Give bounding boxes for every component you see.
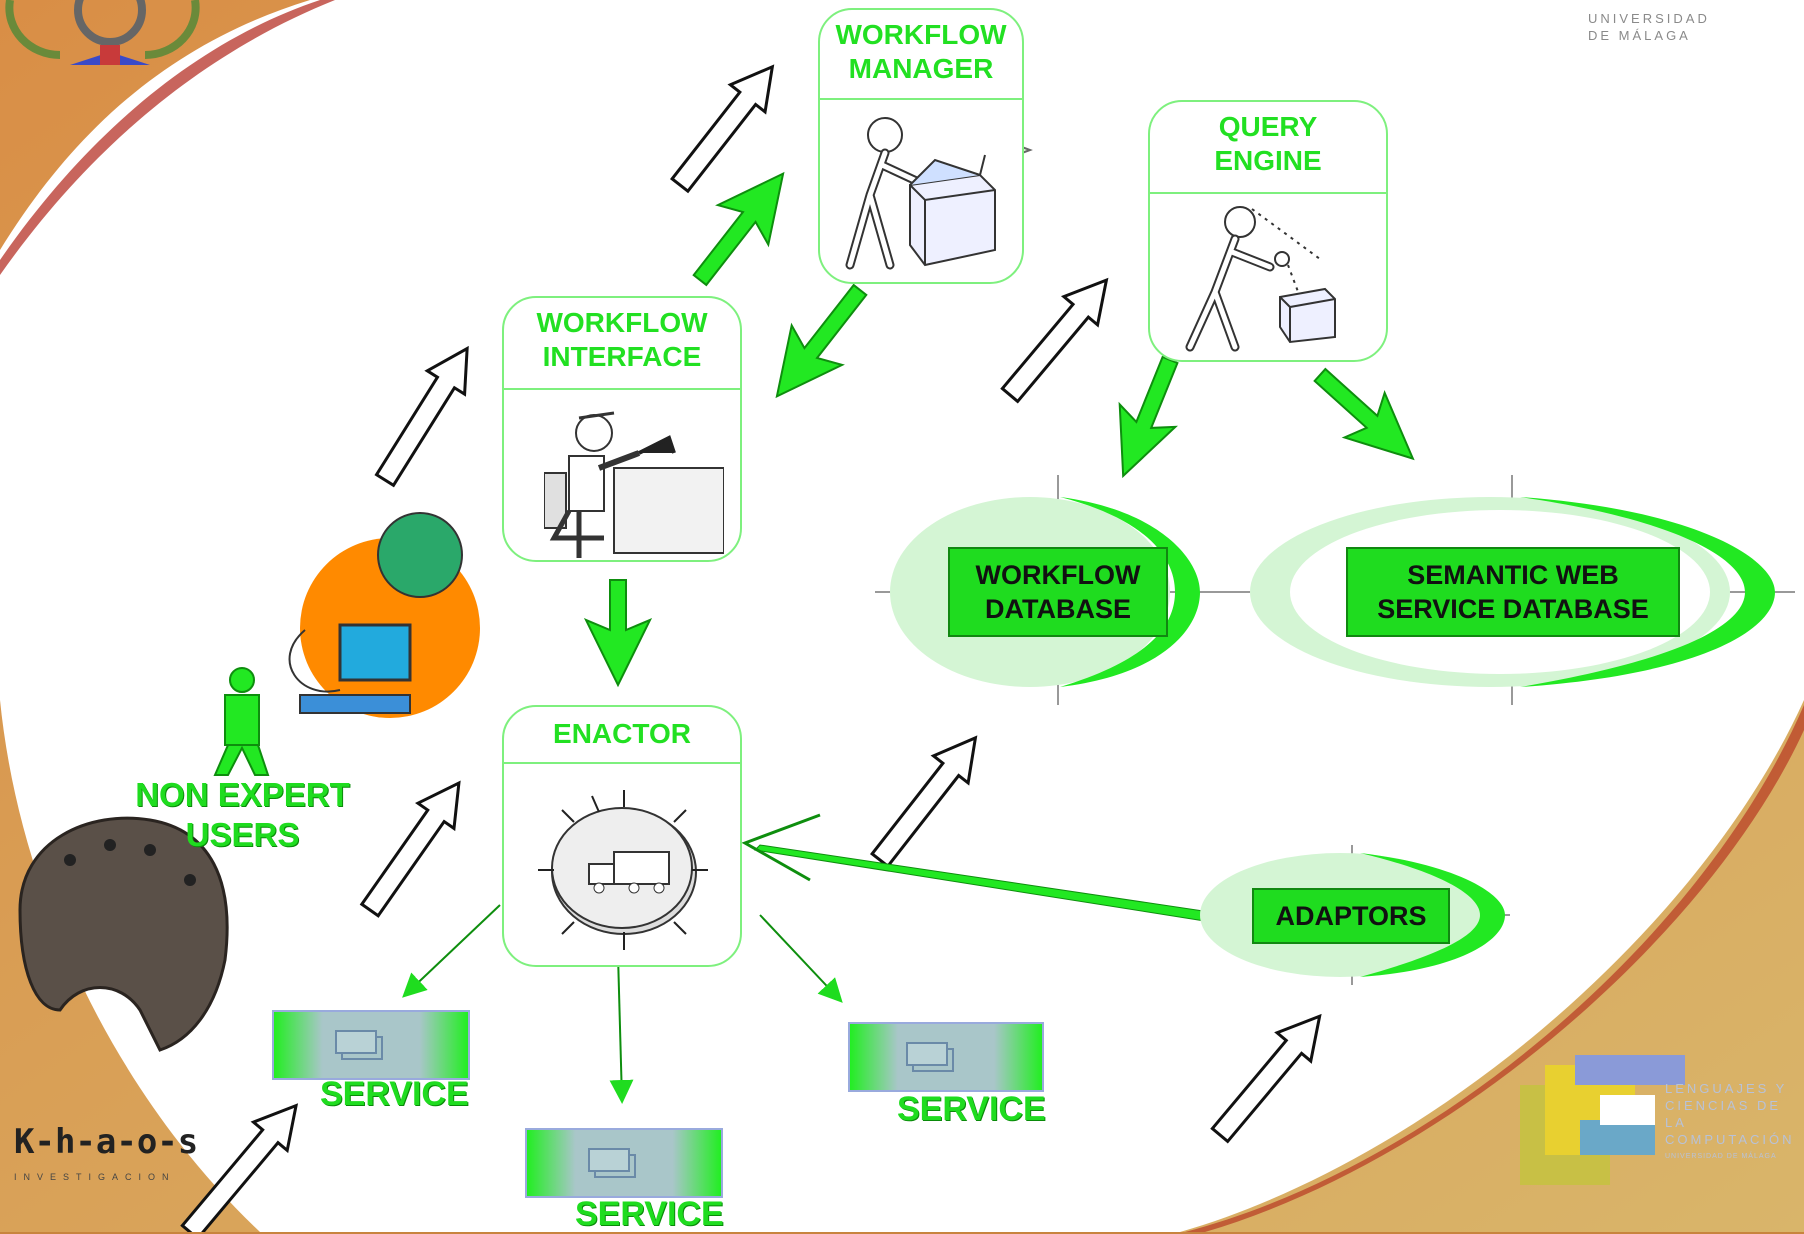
service-icon bbox=[588, 1148, 636, 1178]
person-searching-icon bbox=[1185, 206, 1336, 352]
green-arrow-query-to-workflow-db bbox=[1118, 355, 1179, 479]
semantic-database-line2: SERVICE DATABASE bbox=[1377, 594, 1649, 624]
query-engine-title-line2: ENGINE bbox=[1214, 145, 1322, 176]
workflow-manager-title: WORKFLOW MANAGER bbox=[820, 18, 1022, 86]
hollow-arrow-to-workflow-database bbox=[870, 735, 978, 869]
lcc-logo-text: LENGUAJES Y CIENCIAS DE LA COMPUTACIÓN U… bbox=[1665, 1080, 1804, 1165]
workflow-database-line1: WORKFLOW bbox=[975, 560, 1141, 590]
workflow-interface-box[interactable]: WORKFLOW INTERFACE bbox=[502, 296, 742, 562]
university-line2: DE MÁLAGA bbox=[1588, 28, 1691, 43]
enactor-to-service-3-arrow bbox=[759, 914, 843, 1003]
service-icon bbox=[335, 1030, 383, 1060]
lcc-line1: LENGUAJES Y bbox=[1665, 1081, 1788, 1096]
university-emblem-icon bbox=[5, 0, 200, 65]
khaos-logo-subtitle: INVESTIGACION bbox=[14, 1172, 176, 1182]
service-block-1[interactable] bbox=[272, 1010, 470, 1080]
person-at-desk-icon bbox=[544, 411, 724, 558]
semantic-database-label[interactable]: SEMANTIC WEB SERVICE DATABASE bbox=[1346, 547, 1680, 637]
workflow-interface-title-line2: INTERFACE bbox=[542, 341, 702, 372]
service-block-2[interactable] bbox=[525, 1128, 723, 1198]
workflow-database-line2: DATABASE bbox=[984, 594, 1131, 624]
adaptors-label[interactable]: ADAPTORS bbox=[1252, 888, 1450, 944]
service-label-1: SERVICE bbox=[320, 1075, 469, 1113]
lcc-logo-icon bbox=[1520, 1055, 1685, 1185]
enactor-title-line1: ENACTOR bbox=[553, 718, 691, 749]
query-engine-title-line1: QUERY bbox=[1218, 111, 1318, 142]
workflow-manager-box[interactable]: WORKFLOW MANAGER bbox=[818, 8, 1024, 284]
box-divider bbox=[1150, 192, 1386, 194]
workflow-interface-title-line1: WORKFLOW bbox=[536, 307, 708, 338]
lcc-line4: UNIVERSIDAD DE MÁLAGA bbox=[1665, 1153, 1777, 1160]
university-line1: UNIVERSIDAD bbox=[1588, 11, 1710, 26]
hollow-arrow-to-query-engine bbox=[1000, 277, 1109, 404]
lcc-line2: CIENCIAS DE LA bbox=[1665, 1098, 1782, 1130]
green-arrow-manager-to-interface bbox=[775, 283, 868, 399]
user-figure-icon bbox=[213, 667, 270, 776]
green-arrow-query-to-semantic-db bbox=[1313, 367, 1415, 461]
workflow-database-label[interactable]: WORKFLOW DATABASE bbox=[948, 547, 1168, 637]
computer-globe-icon bbox=[288, 512, 480, 718]
query-engine-title: QUERY ENGINE bbox=[1150, 110, 1386, 178]
box-divider bbox=[504, 762, 740, 764]
helmet-icon bbox=[18, 816, 229, 1052]
workflow-interface-title: WORKFLOW INTERFACE bbox=[504, 306, 740, 374]
semantic-database-line1: SEMANTIC WEB bbox=[1407, 560, 1619, 590]
hollow-arrow-to-service bbox=[180, 1103, 299, 1232]
box-divider bbox=[504, 388, 740, 390]
service-label-2: SERVICE bbox=[575, 1195, 724, 1233]
khaos-logo-text: K-h-a-o-s bbox=[14, 1122, 199, 1162]
person-lifting-box-icon bbox=[845, 117, 996, 270]
users-line2: USERS bbox=[185, 816, 300, 853]
enactor-title: ENACTOR bbox=[504, 717, 740, 751]
workflow-manager-title-line1: WORKFLOW bbox=[835, 19, 1007, 50]
hollow-arrow-to-interface bbox=[374, 345, 469, 488]
green-arrow-interface-to-manager bbox=[692, 171, 785, 287]
adaptors-line1: ADAPTORS bbox=[1275, 901, 1427, 931]
users-line1: NON EXPERT bbox=[135, 776, 350, 813]
workflow-manager-title-line2: MANAGER bbox=[848, 53, 994, 84]
hollow-arrow-to-enactor bbox=[359, 780, 461, 918]
hollow-arrow-to-manager bbox=[670, 64, 775, 194]
lcc-line3: COMPUTACIÓN bbox=[1665, 1132, 1795, 1147]
enactor-to-service-2-arrow bbox=[609, 954, 634, 1104]
service-block-3[interactable] bbox=[848, 1022, 1044, 1092]
box-divider bbox=[820, 98, 1022, 100]
hollow-arrow-to-adaptors bbox=[1210, 1013, 1322, 1144]
enactor-to-service-1-arrow bbox=[402, 904, 501, 998]
enactor-box[interactable]: ENACTOR bbox=[502, 705, 742, 967]
university-name: UNIVERSIDAD DE MÁLAGA bbox=[1588, 10, 1710, 44]
service-icon bbox=[906, 1042, 954, 1072]
non-expert-users-label: NON EXPERT USERS bbox=[110, 775, 375, 855]
adaptors-to-enactor-arrow bbox=[741, 813, 1231, 926]
green-arrow-interface-to-enactor bbox=[583, 579, 653, 688]
enactor-truck-icon bbox=[538, 790, 708, 950]
query-engine-box[interactable]: QUERY ENGINE bbox=[1148, 100, 1388, 362]
service-label-3: SERVICE bbox=[897, 1090, 1046, 1128]
